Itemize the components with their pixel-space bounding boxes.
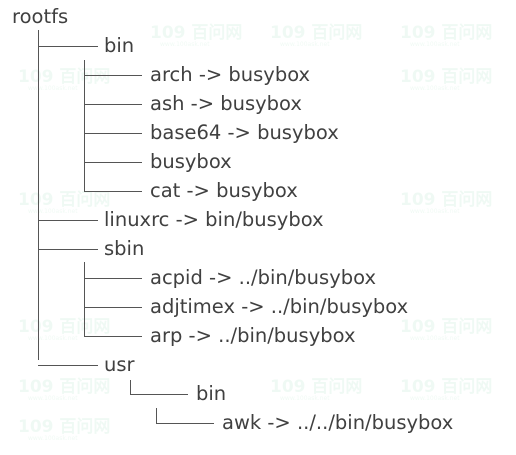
node-label: cat -> busybox xyxy=(150,179,298,202)
node-label: adjtimex -> ../bin/busybox xyxy=(150,295,409,318)
tree-node-ash: ash -> busybox xyxy=(150,90,302,118)
tree-node-arch: arch -> busybox xyxy=(150,61,310,89)
tree-node-bin: bin xyxy=(104,32,134,60)
tree-node-awk: awk -> ../../bin/busybox xyxy=(222,409,453,437)
branch-line xyxy=(38,220,98,221)
branch-line xyxy=(38,249,98,250)
branch-line xyxy=(84,278,142,279)
tree-node-usr-bin: bin xyxy=(196,380,226,408)
node-label: ash -> busybox xyxy=(150,92,302,115)
node-label: busybox xyxy=(150,150,232,173)
node-label: usr xyxy=(104,353,135,376)
branch-line xyxy=(84,191,142,192)
node-label: rootfs xyxy=(12,5,69,28)
usr-bin-trunk-line xyxy=(156,408,157,423)
branch-line xyxy=(84,162,142,163)
branch-line xyxy=(84,336,142,337)
branch-line xyxy=(84,104,142,105)
tree-node-arp: arp -> ../bin/busybox xyxy=(150,322,356,350)
tree-node-adjtimex: adjtimex -> ../bin/busybox xyxy=(150,293,408,321)
node-label: bin xyxy=(104,34,135,57)
tree-node-usr: usr xyxy=(104,351,135,379)
tree-node-sbin: sbin xyxy=(104,235,144,263)
node-label: acpid -> ../bin/busybox xyxy=(150,266,376,289)
tree-trunk-line xyxy=(38,30,39,360)
tree-node-busybox: busybox xyxy=(150,148,232,176)
node-label: arp -> ../bin/busybox xyxy=(150,324,356,347)
branch-line xyxy=(38,365,98,366)
branch-line xyxy=(156,423,214,424)
node-label: sbin xyxy=(104,237,145,260)
tree-node-base64: base64 -> busybox xyxy=(150,119,339,147)
node-label: base64 -> busybox xyxy=(150,121,339,144)
branch-line xyxy=(130,394,188,395)
node-label: arch -> busybox xyxy=(150,63,311,86)
branch-line xyxy=(84,307,142,308)
bin-trunk-line xyxy=(84,60,85,191)
branch-line xyxy=(84,133,142,134)
tree-node-rootfs: rootfs xyxy=(12,3,68,31)
node-label: linuxrc -> bin/busybox xyxy=(104,208,324,231)
node-label: bin xyxy=(196,382,227,405)
tree-node-acpid: acpid -> ../bin/busybox xyxy=(150,264,376,292)
tree-node-cat: cat -> busybox xyxy=(150,177,298,205)
node-label: awk -> ../../bin/busybox xyxy=(222,411,454,434)
branch-line xyxy=(38,46,98,47)
sbin-trunk-line xyxy=(84,262,85,336)
usr-trunk-line xyxy=(130,380,131,395)
branch-line xyxy=(84,75,142,76)
tree-node-linuxrc: linuxrc -> bin/busybox xyxy=(104,206,324,234)
